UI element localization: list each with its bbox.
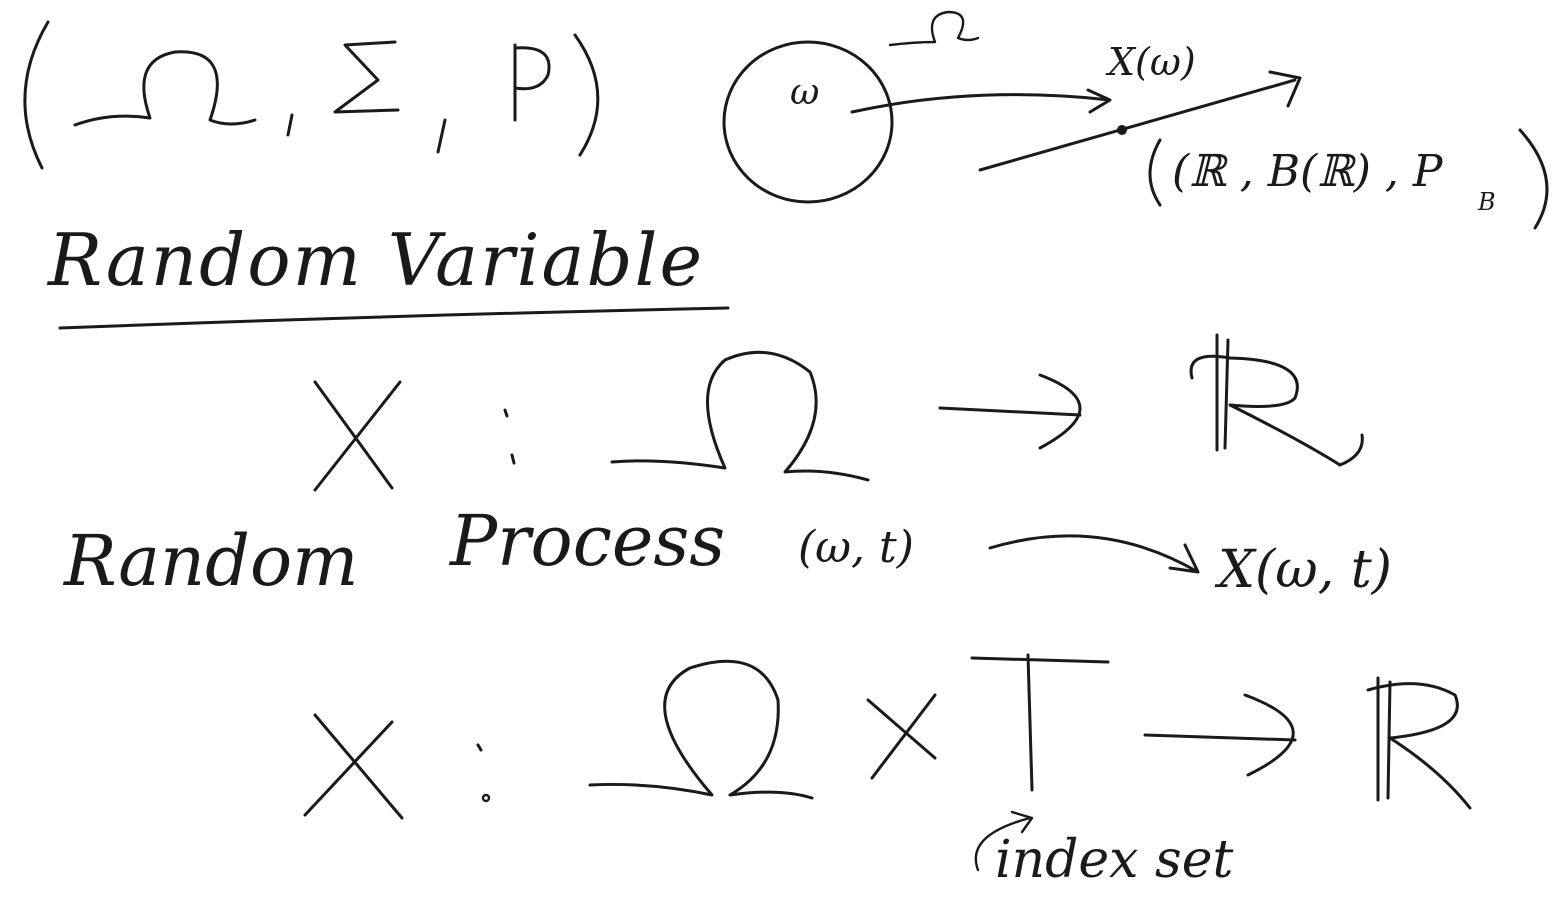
rp-arrow (988, 534, 1200, 574)
rp-r-stroke (1366, 676, 1472, 810)
rv-colon-dot-1 (503, 408, 509, 418)
comma-stroke-2 (436, 118, 447, 154)
rp-t-stroke (970, 653, 1110, 792)
process-pair-label: (ω, t) (798, 522, 914, 573)
rv-omega-stroke (610, 350, 870, 482)
mapping-image-label: X(ω) (1108, 40, 1196, 84)
rv-arrow-stroke (938, 373, 1082, 450)
target-open-paren (1148, 138, 1162, 207)
circle-omega-label (888, 10, 980, 47)
random-variable-heading: Random Variable (48, 218, 705, 302)
target-close-paren (1518, 128, 1549, 230)
rp-omega-stroke (588, 659, 814, 800)
rp-times-stroke (866, 693, 937, 780)
random-process-heading-word1: Random (64, 520, 359, 602)
rp-x-stroke (303, 713, 404, 820)
sigma-stroke (333, 40, 400, 114)
image-point (1117, 125, 1127, 135)
rp-colon-dot-2 (481, 793, 491, 803)
real-line (978, 70, 1302, 172)
comma-stroke-1 (286, 113, 294, 137)
sample-space-circle (722, 40, 894, 204)
heading-underline (58, 306, 730, 330)
rv-x-stroke (313, 380, 402, 492)
rv-r-stroke (1189, 333, 1364, 467)
random-process-heading-word2: Process (450, 500, 726, 582)
mapping-arrow (850, 88, 1112, 114)
p-stroke (513, 43, 551, 122)
close-paren-stroke (573, 33, 600, 157)
omega-stroke-1 (73, 50, 257, 127)
rp-colon-dot-1 (476, 743, 483, 752)
index-set-annotation: index set (995, 830, 1234, 890)
target-space-label: (ℝ , B(ℝ) , P (1172, 146, 1443, 197)
rv-colon-dot-2 (510, 453, 516, 465)
mapping-omega-point: ω (790, 72, 820, 113)
process-value-label: X(ω, t) (1218, 540, 1392, 600)
rp-arrow-stroke (1143, 693, 1297, 777)
open-paren-stroke (23, 20, 50, 170)
target-space-subscript: B (1478, 188, 1496, 216)
index-set-arrow (974, 810, 1034, 872)
